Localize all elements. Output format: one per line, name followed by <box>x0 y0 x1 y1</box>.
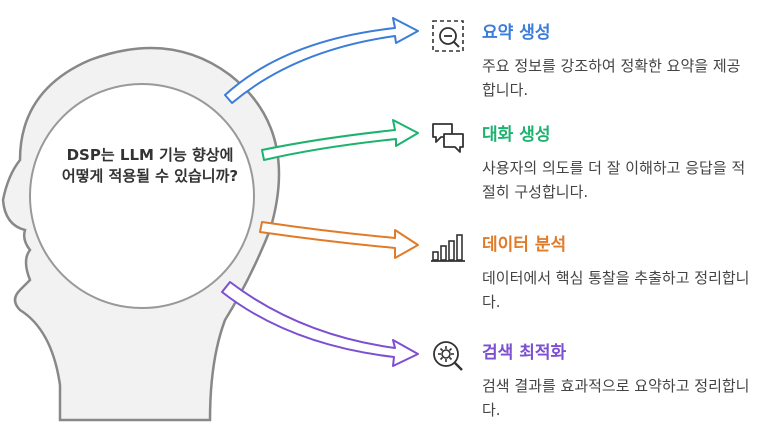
item-title-data-analysis: 데이터 분석 <box>482 235 567 255</box>
arrow-dialogue <box>261 119 419 161</box>
arrow-data-analysis <box>259 221 419 259</box>
item-desc-dialogue: 사용자의 의도를 더 잘 이해하고 응답을 적절히 구성합니다. <box>482 159 746 201</box>
gear-search-icon <box>433 341 463 371</box>
bar-chart-icon <box>431 234 465 262</box>
arrow-search <box>221 281 419 367</box>
item-desc-search: 검색 결과를 효과적으로 요약하고 정리합니다. <box>482 377 750 419</box>
item-title-summary: 요약 생성 <box>482 23 551 43</box>
arrow-summary <box>224 17 419 104</box>
search-document-icon <box>432 20 464 52</box>
item-desc-data-analysis: 데이터에서 핵심 통찰을 추출하고 정리합니다. <box>482 269 750 311</box>
center-question: DSP는 LLM 기능 향상에 어떻게 적용될 수 있습니까? <box>61 146 239 185</box>
chat-bubbles-icon <box>432 123 464 153</box>
head-inner-circle <box>29 83 255 309</box>
item-title-dialogue: 대화 생성 <box>482 125 551 145</box>
item-title-search: 검색 최적화 <box>482 343 567 363</box>
item-desc-summary: 주요 정보를 강조하여 정확한 요약을 제공합니다. <box>482 57 741 99</box>
